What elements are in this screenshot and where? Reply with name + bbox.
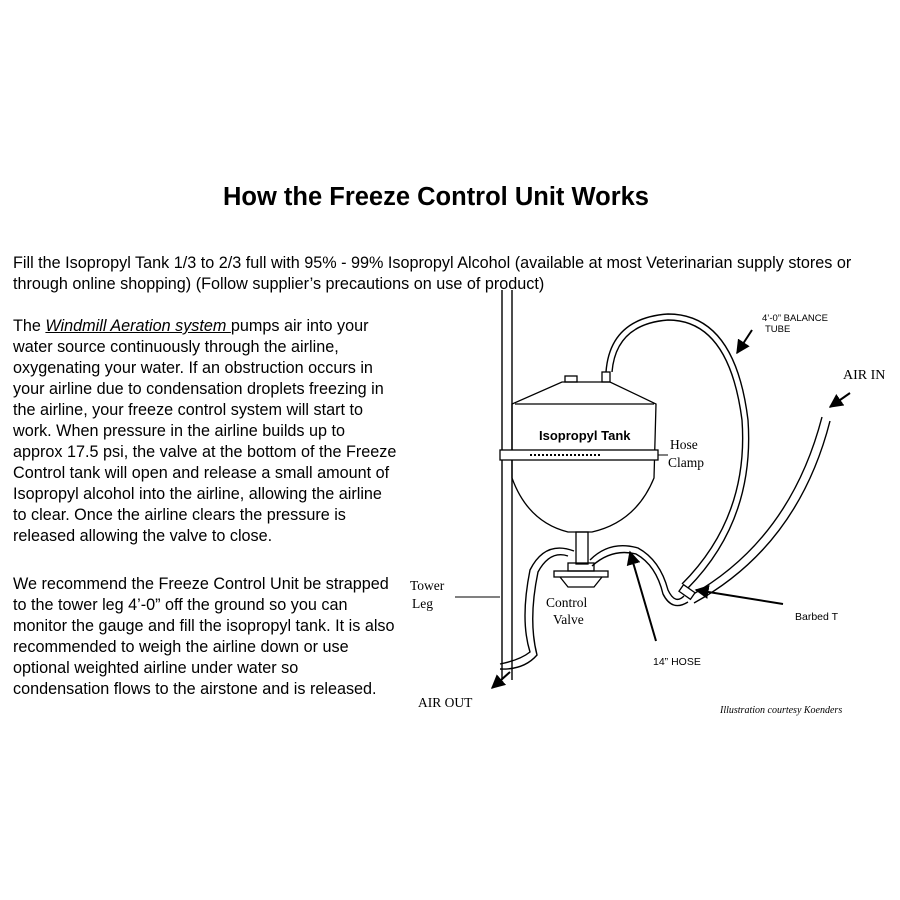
hose-14-label: 14” HOSE: [653, 656, 701, 668]
control-valve-label-line1: Control: [546, 595, 588, 610]
illustration-credit: Illustration courtesy Koenders: [719, 705, 842, 716]
tower-leg: [501, 290, 513, 680]
air-out-arrow: [490, 671, 511, 689]
barbed-t: [678, 583, 696, 601]
hose-14: [589, 545, 689, 607]
hose-clamp-label-line2: Clamp: [668, 455, 704, 470]
control-valve-label-line2: Valve: [553, 612, 584, 627]
intro-paragraph: Fill the Isopropyl Tank 1/3 to 2/3 full …: [13, 254, 852, 293]
air-in-label: AIR IN: [843, 368, 885, 383]
hose-14-arrow: [626, 550, 657, 642]
how-it-works-paragraph: The Windmill Aeration system pumps air i…: [13, 316, 398, 547]
air-out-label: AIR OUT: [418, 695, 473, 710]
balance-tube-label-line2: TUBE: [765, 324, 790, 335]
hose-clamp-label-line1: Hose: [670, 437, 698, 452]
recommendation-paragraph: We recommend the Freeze Control Unit be …: [13, 575, 395, 698]
page-title: How the Freeze Control Unit Works: [223, 183, 649, 211]
air-in-hose: [689, 416, 831, 604]
air-out-hose: [499, 547, 575, 670]
barbed-t-label: Barbed T: [795, 611, 839, 623]
paragraph-prefix: The: [13, 317, 46, 335]
balance-tube-arrow: [736, 329, 753, 355]
air-in-arrow: [828, 392, 851, 408]
balance-tube-label-line1: 4’-0” BALANCE: [762, 313, 828, 324]
isopropyl-tank: [511, 371, 657, 565]
paragraph-body: pumps air into your water source continu…: [13, 317, 397, 545]
hose-clamp: [499, 449, 668, 461]
tank-label: Isopropyl Tank: [539, 428, 631, 443]
balance-tube: [605, 313, 750, 589]
windmill-aeration-link[interactable]: Windmill Aeration system: [45, 317, 231, 335]
barbed-t-arrow: [694, 585, 784, 605]
tower-leg-label-line1: Tower: [410, 578, 445, 593]
tower-leg-label-line2: Leg: [412, 596, 433, 611]
control-valve: [553, 562, 609, 588]
